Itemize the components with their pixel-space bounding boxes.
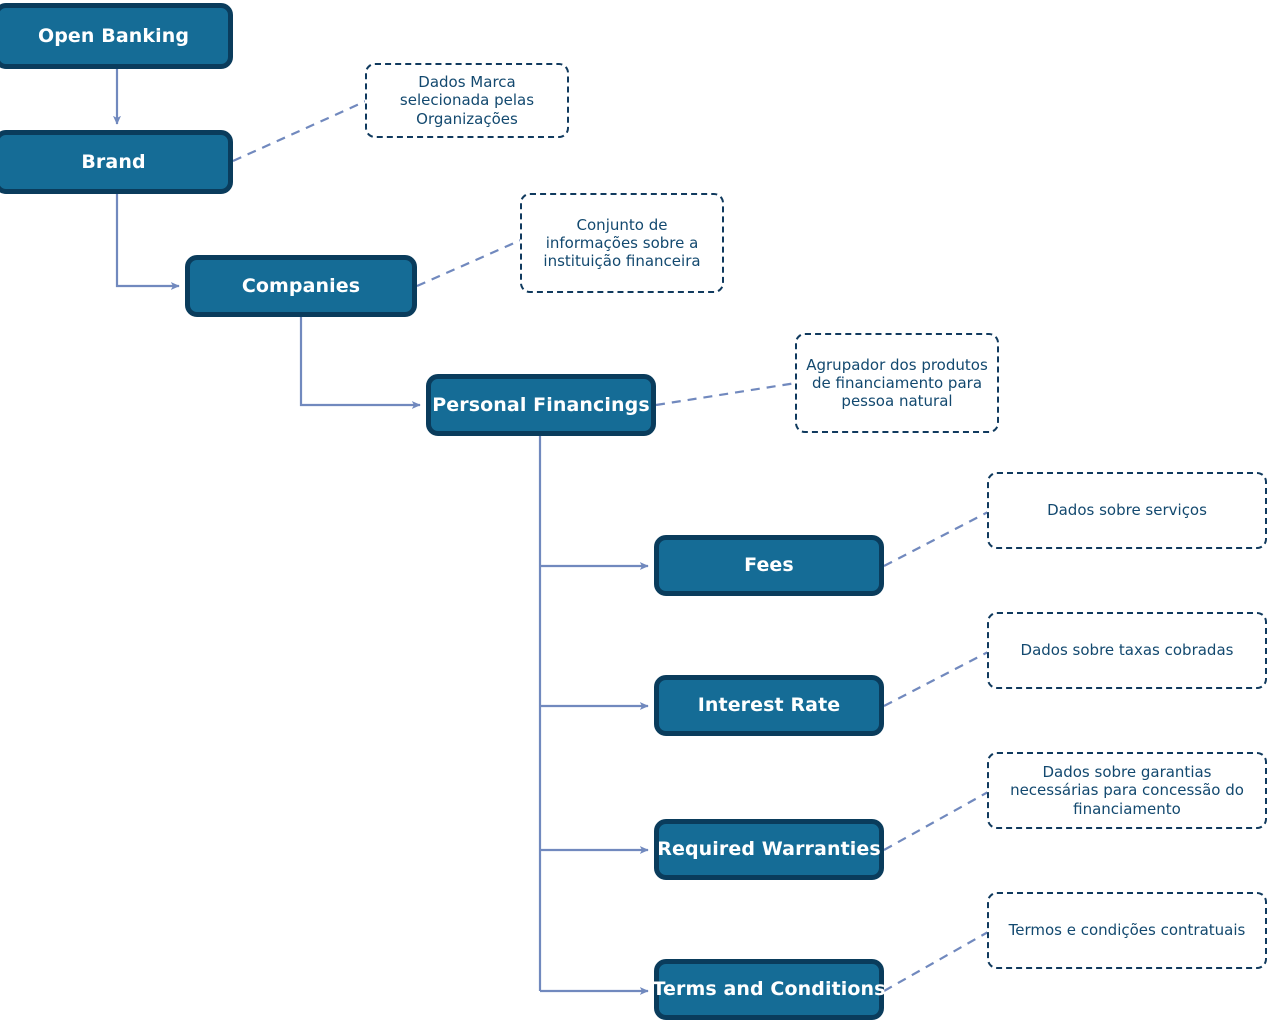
node-terms-and-conditions-label: Terms and Conditions bbox=[652, 978, 886, 1001]
note-companies-text: Conjunto de informações sobre a institui… bbox=[543, 215, 701, 271]
note-fees: Dados sobre serviços bbox=[987, 472, 1267, 549]
edge-brand-companies bbox=[115, 194, 180, 290]
note-brand-text: Dados Marca selecionada pelas Organizaçõ… bbox=[399, 73, 535, 128]
note-terms-and-conditions: Termos e condições contratuais bbox=[987, 892, 1267, 969]
node-open-banking-label: Open Banking bbox=[37, 24, 190, 47]
note-terms-and-conditions-text: Termos e condições contratuais bbox=[1008, 921, 1246, 940]
node-personal-financings[interactable]: Personal Financings bbox=[426, 374, 656, 436]
edge-companies-financings bbox=[299, 317, 421, 409]
node-personal-financings-label: Personal Financings bbox=[432, 393, 650, 416]
edge-warranties-note bbox=[883, 791, 989, 851]
node-required-warranties-label: Required Warranties bbox=[657, 838, 881, 861]
node-terms-and-conditions[interactable]: Terms and Conditions bbox=[652, 959, 885, 1020]
node-brand[interactable]: Brand bbox=[0, 130, 233, 194]
edge-interest-note bbox=[883, 651, 989, 707]
note-required-warranties-text: Dados sobre garantias necessárias para c… bbox=[1010, 763, 1244, 818]
node-interest-rate[interactable]: Interest Rate bbox=[654, 675, 884, 736]
node-companies[interactable]: Companies bbox=[185, 255, 417, 317]
edge-brand-note bbox=[232, 99, 367, 163]
node-interest-rate-label: Interest Rate bbox=[697, 694, 841, 717]
node-companies-label: Companies bbox=[241, 274, 361, 297]
edge-terms-note bbox=[883, 931, 989, 992]
edge-fees-note bbox=[883, 511, 989, 567]
node-fees-label: Fees bbox=[744, 554, 794, 577]
node-open-banking[interactable]: Open Banking bbox=[0, 3, 233, 69]
note-personal-financings: Agrupador dos produtos de financiamento … bbox=[795, 333, 999, 433]
note-fees-text: Dados sobre serviços bbox=[1047, 501, 1207, 520]
edge-companies-note bbox=[416, 238, 522, 288]
note-interest-rate-text: Dados sobre taxas cobradas bbox=[1020, 641, 1234, 660]
node-required-warranties[interactable]: Required Warranties bbox=[654, 819, 884, 880]
note-interest-rate: Dados sobre taxas cobradas bbox=[987, 612, 1267, 689]
node-brand-label: Brand bbox=[81, 150, 146, 173]
edge-financings-note bbox=[655, 381, 797, 407]
node-fees[interactable]: Fees bbox=[654, 535, 884, 596]
note-brand: Dados Marca selecionada pelas Organizaçõ… bbox=[365, 63, 569, 138]
note-required-warranties: Dados sobre garantias necessárias para c… bbox=[987, 752, 1267, 829]
note-companies: Conjunto de informações sobre a institui… bbox=[520, 193, 724, 293]
note-personal-financings-text: Agrupador dos produtos de financiamento … bbox=[806, 355, 988, 411]
